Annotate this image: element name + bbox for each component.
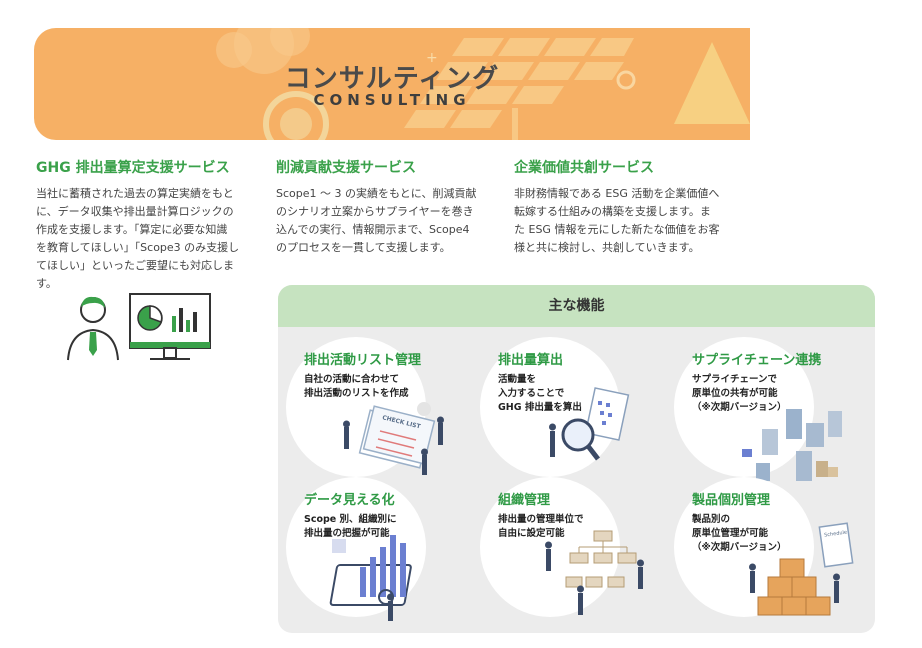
service-value-co-creation: 企業価値共創サービス 非財務情報である ESG 活動を企業価値へ 転嫁する仕組み… [514, 157, 752, 257]
service-description: 当社に蓄積された過去の算定実績をもと に、データ収集や排出量計算ロジックの 作成… [36, 187, 240, 290]
feature-title: 組織管理 [498, 493, 551, 508]
consultant-illustration [67, 293, 211, 361]
service-reduction-contribution: 削減貢献支援サービス Scope1 ～ 3 の実績をもとに、削減貢献 のシナリオ… [276, 157, 514, 257]
feature-description: Scope 別、組織別に排出量の把握が可能 [304, 514, 397, 539]
service-description: Scope1 ～ 3 の実績をもとに、削減貢献 のシナリオ立案からサプライヤーを… [276, 187, 477, 254]
service-title: GHG 排出量算定支援サービス [36, 160, 230, 176]
feature-title: 製品個別管理 [692, 493, 771, 508]
feature-title: 排出活動リスト管理 [304, 353, 422, 368]
buildings-icon [742, 409, 842, 481]
magnifier-icon [549, 387, 630, 461]
service-title: 企業価値共創サービス [514, 160, 654, 176]
org-chart-icon [545, 530, 644, 615]
service-description: 非財務情報である ESG 活動を企業価値へ 転嫁する仕組みの構築を支援します。ま… [514, 187, 720, 254]
feature-description: 製品別の原単位管理が可能（※次期バージョン） [692, 514, 787, 553]
banner-title-jp: コンサルティング [284, 64, 500, 94]
feature-product-management: 製品個別管理 製品別の原単位管理が可能（※次期バージョン） Schedule [674, 477, 860, 617]
panel-title: 主な機能 [278, 285, 875, 327]
boxes-icon: Schedule [749, 522, 854, 616]
main-features-panel: 主な機能 排出活動リスト管理 自社の活動に合わせて排出活動のリストを作成 CHE… [278, 285, 875, 633]
svg-text:Schedule: Schedule [824, 529, 848, 538]
banner-title-en: CONSULTING [313, 91, 471, 109]
banner-decoration: + [216, 28, 750, 140]
feature-description: 排出量の管理単位で自由に設定可能 [498, 514, 584, 539]
monitor-icon [129, 293, 211, 360]
checklist-icon: CHECK LIST [343, 402, 444, 475]
feature-organization-management: 組織管理 排出量の管理単位で自由に設定可能 [480, 477, 666, 617]
service-title: 削減貢献支援サービス [276, 160, 416, 176]
feature-emission-activity-list: 排出活動リスト管理 自社の活動に合わせて排出活動のリストを作成 CHECK LI… [286, 337, 472, 477]
feature-title: データ見える化 [304, 493, 395, 508]
person-icon [67, 296, 119, 361]
bar-chart-icon [329, 535, 412, 621]
feature-title: 排出量算出 [498, 353, 564, 368]
consulting-banner: + コンサルティング CONSULTING [34, 28, 750, 140]
feature-supply-chain-link: サプライチェーン連携 サプライチェーンで原単位の共有が可能（※次期バージョン） [674, 337, 860, 481]
feature-data-visualization: データ見える化 Scope 別、組織別に排出量の把握が可能 [286, 477, 472, 621]
service-ghg-calculation: GHG 排出量算定支援サービス 当社に蓄積された過去の算定実績をもと に、データ… [36, 157, 274, 293]
feature-title: サプライチェーン連携 [692, 353, 822, 368]
feature-description: 自社の活動に合わせて排出活動のリストを作成 [304, 374, 409, 399]
svg-text:+: + [426, 50, 438, 66]
feature-description: サプライチェーンで原単位の共有が可能（※次期バージョン） [692, 374, 787, 413]
